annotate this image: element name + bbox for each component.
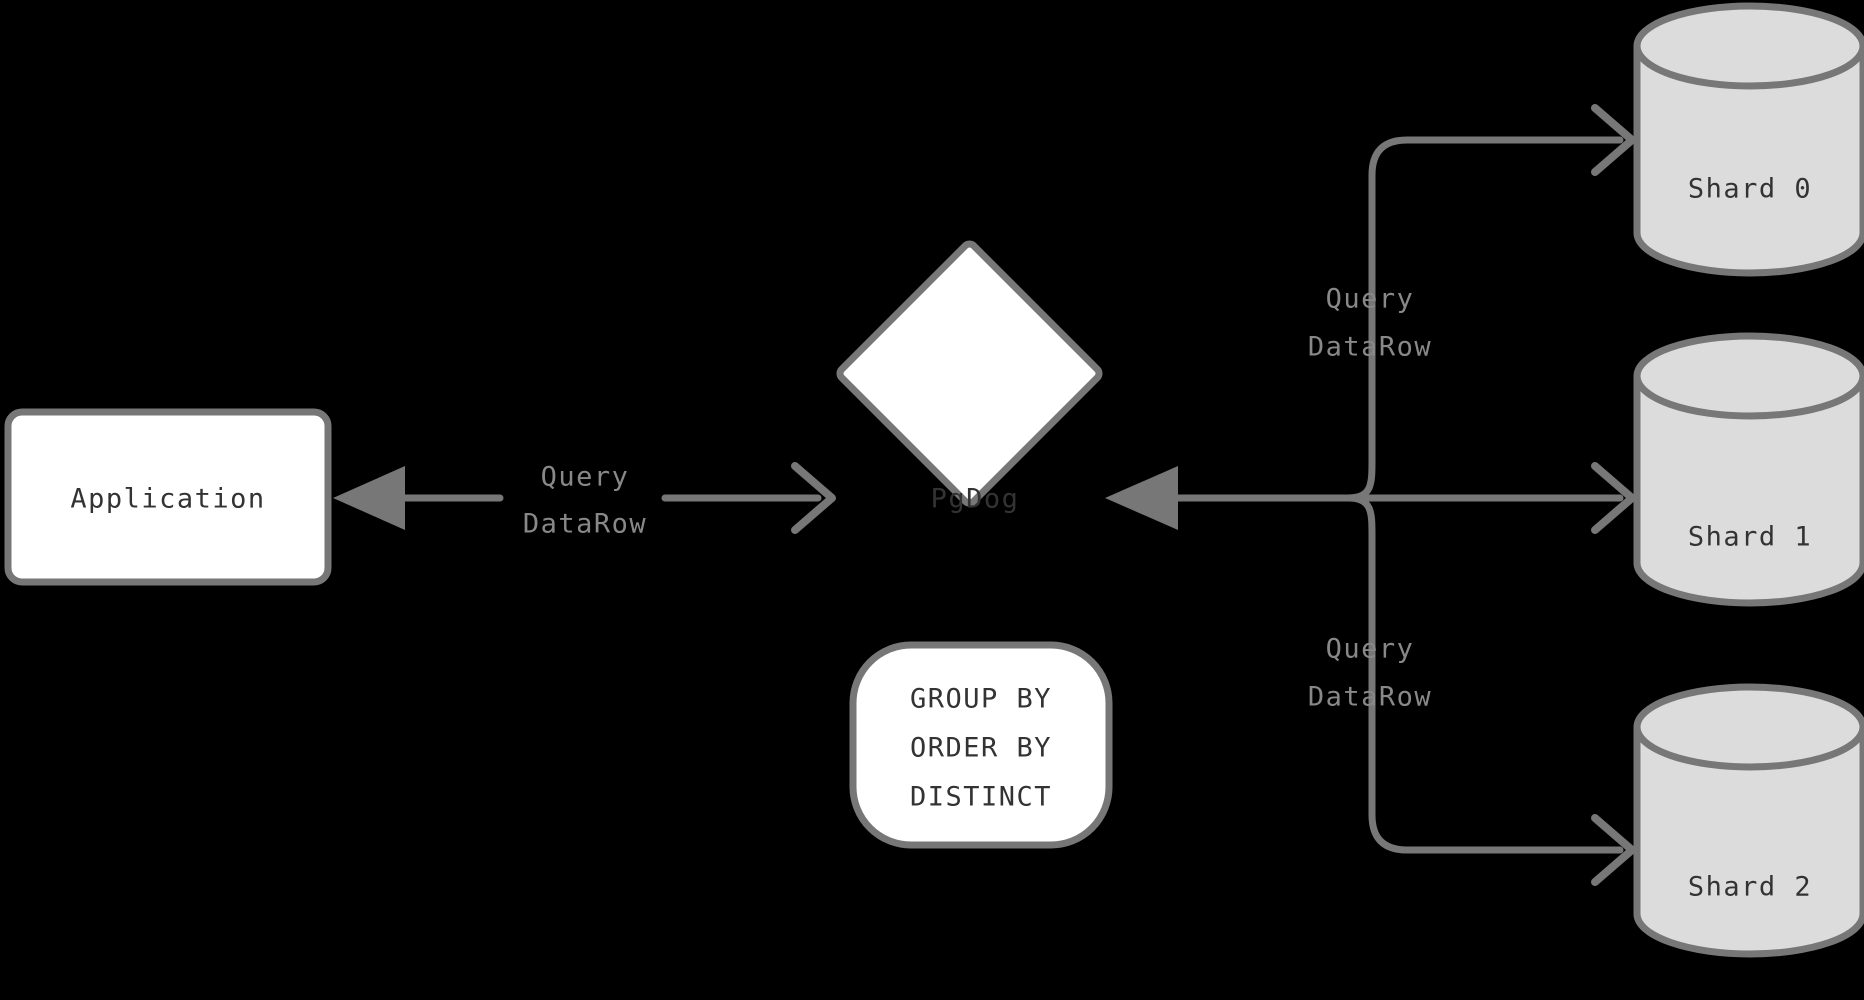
shard0-cylinder-top — [1633, 2, 1864, 90]
operations-line-order-by: ORDER BY — [910, 733, 1052, 764]
edge-label-app-datarow: DataRow — [523, 509, 647, 540]
shard0-label: Shard 0 — [1688, 174, 1812, 205]
edge-branch-shard2 — [1344, 494, 1624, 854]
node-application[interactable]: Application — [4, 408, 332, 586]
application-box[interactable] — [4, 408, 332, 586]
shard0-cylinder-body[interactable] — [1633, 42, 1864, 277]
arrowhead-right-chevron-shard1 — [1591, 462, 1636, 534]
pgdog-diamond[interactable] — [836, 240, 1103, 507]
arrowhead-right-chevron-shard0 — [1591, 104, 1636, 176]
edge-pgdog-shards-trunk: Query DataRow Query DataRow — [1105, 104, 1636, 886]
edge-label-shard0-query: Query — [1326, 284, 1415, 315]
arrowhead-left-solid-application — [333, 466, 405, 530]
arrowhead-right-chevron-pgdog — [791, 462, 836, 534]
pgdog-label: PgDog — [931, 484, 1020, 515]
edge-label-shard0-datarow: DataRow — [1308, 332, 1432, 363]
node-shard2[interactable]: Shard 2 — [1633, 683, 1864, 958]
edge-label-shard2-query: Query — [1326, 634, 1415, 665]
node-operations[interactable]: GROUP BY ORDER BY DISTINCT — [849, 641, 1113, 849]
node-pgdog[interactable]: PgDog — [836, 240, 1103, 515]
edge-branch-shard0 — [1344, 136, 1624, 502]
arrowhead-left-solid-pgdog — [1105, 466, 1178, 530]
node-shard1[interactable]: Shard 1 — [1633, 332, 1864, 607]
edge-label-shard2-datarow: DataRow — [1308, 682, 1432, 713]
shard2-cylinder-body[interactable] — [1633, 723, 1864, 958]
operations-line-group-by: GROUP BY — [910, 684, 1052, 715]
shard2-cylinder-top — [1633, 683, 1864, 771]
node-shard0[interactable]: Shard 0 — [1633, 2, 1864, 277]
edge-label-app-query: Query — [541, 462, 630, 493]
shard2-label: Shard 2 — [1688, 872, 1812, 903]
application-label: Application — [70, 484, 265, 515]
arrowhead-right-chevron-shard2 — [1591, 814, 1636, 886]
operations-line-distinct: DISTINCT — [910, 782, 1052, 813]
shard1-label: Shard 1 — [1688, 522, 1812, 553]
shard1-cylinder-body[interactable] — [1633, 372, 1864, 607]
edge-application-pgdog: Query DataRow — [333, 462, 836, 540]
operations-box[interactable] — [849, 641, 1113, 849]
shard1-cylinder-top — [1633, 332, 1864, 420]
